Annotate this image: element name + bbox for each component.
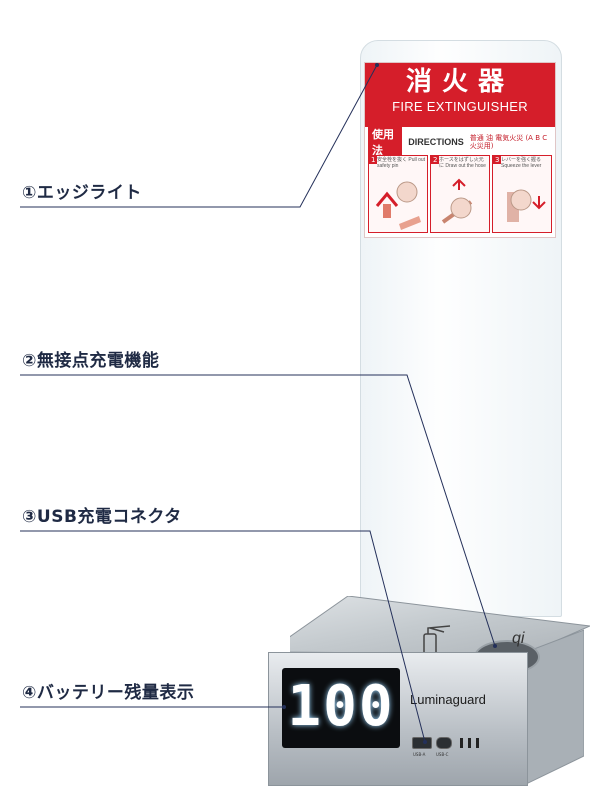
- usb-a-port[interactable]: [412, 737, 432, 749]
- usage-jp: 使用法: [368, 125, 403, 159]
- step-1: 1 安全栓を抜く Pull out safety pin: [368, 155, 428, 233]
- feature-label-wireless-charging: ②無接点充電機能: [22, 351, 160, 371]
- step-number: 1: [369, 156, 378, 164]
- step-3: 3 レバーを強く握る Squeeze the lever: [492, 155, 552, 233]
- feature-label-usb-connector: ③USB充電コネクタ: [22, 507, 182, 527]
- step-text: ホースをはずし火元に Draw out the hose: [439, 157, 486, 169]
- step-number: 2: [431, 156, 440, 164]
- squeeze-lever-icon: [507, 189, 546, 222]
- sign-title-jp: 消火器: [405, 67, 514, 97]
- feature-label-battery-display: ④バッテリー残量表示: [22, 683, 195, 703]
- directions-row: 使用法 DIRECTIONS 普通 油 電気火災 (A B C 火災用): [368, 125, 552, 159]
- leader-edge-light: [20, 64, 378, 208]
- base-side: [526, 629, 584, 784]
- qi-charging-icon: qi: [512, 630, 525, 647]
- leader-usb: [20, 530, 426, 743]
- brand-logo: Luminaguard: [410, 692, 486, 707]
- status-led: [460, 738, 463, 748]
- status-led: [476, 738, 479, 748]
- step-panels: 1 安全栓を抜く Pull out safety pin 2 ホースをはずし火元…: [368, 155, 552, 233]
- step-text: レバーを強く握る Squeeze the lever: [501, 157, 542, 169]
- sign-header: 消火器 FIRE EXTINGUISHER: [365, 63, 555, 127]
- step-text: 安全栓を抜く Pull out safety pin: [377, 157, 426, 169]
- usb-a-label: USB-A: [413, 752, 426, 757]
- aim-hose-icon: [441, 178, 473, 224]
- step-number: 3: [493, 156, 502, 164]
- battery-display: 100: [282, 668, 400, 748]
- sign-title-en: FIRE EXTINGUISHER: [392, 99, 528, 114]
- usb-c-port[interactable]: [436, 737, 452, 749]
- pull-pin-icon: [375, 181, 421, 230]
- extinguisher-sign: 消火器 FIRE EXTINGUISHER 使用法 DIRECTIONS 普通 …: [364, 62, 556, 238]
- status-led: [468, 738, 471, 748]
- fire-class-note: 普通 油 電気火災 (A B C 火災用): [469, 134, 548, 150]
- step-2: 2 ホースをはずし火元に Draw out the hose: [430, 155, 490, 233]
- usage-en: DIRECTIONS: [408, 137, 464, 147]
- battery-level-digits: 100: [287, 674, 395, 739]
- usb-c-label: USB-C: [436, 752, 449, 757]
- feature-label-edge-light: ①エッジライト: [22, 183, 142, 203]
- leader-wireless: [20, 374, 496, 647]
